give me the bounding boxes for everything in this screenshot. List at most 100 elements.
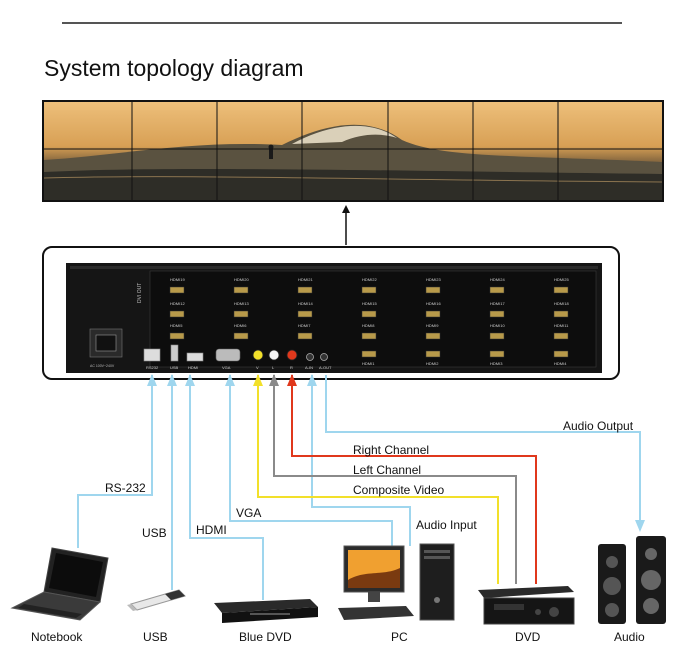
hdmi-output-port <box>425 350 441 358</box>
device-label-notebook: Notebook <box>31 630 83 644</box>
hdmi-output-port <box>233 310 249 318</box>
hdmi-output-port <box>297 332 313 340</box>
audio-out-jack <box>320 353 328 361</box>
output-port-label: HDMI18 <box>554 301 569 306</box>
hdmi-output-port <box>553 350 569 358</box>
hdmi-output-port <box>425 310 441 318</box>
output-port-label: HDMI10 <box>490 323 505 328</box>
label-rs232: RS-232 <box>105 481 146 495</box>
io-port-label: L <box>272 365 275 370</box>
usb-port <box>170 344 179 362</box>
rs232-arrow <box>147 374 157 386</box>
output-port-label: HDMI3 <box>490 361 503 366</box>
hdmi-output-port <box>489 350 505 358</box>
composite-v-jack <box>252 349 264 361</box>
video-wall-image <box>42 100 664 202</box>
right-channel-cable <box>291 375 537 584</box>
composite-arrow <box>253 374 263 386</box>
io-port-label: RS232 <box>146 365 159 370</box>
left-channel-cable <box>273 375 517 584</box>
blue-dvd-icon <box>214 599 318 623</box>
label-hdmi: HDMI <box>196 523 227 537</box>
hdmi-output-port <box>553 310 569 318</box>
hdmi-output-port <box>361 332 377 340</box>
hdmi-output-port <box>297 286 313 294</box>
output-port-label: HDMI23 <box>426 277 441 282</box>
audio-in-arrow <box>307 374 317 386</box>
output-port-label: HDMI11 <box>554 323 569 328</box>
hdmi-output-port <box>425 286 441 294</box>
output-port-label: HDMI8 <box>362 323 375 328</box>
hdmi-output-port <box>425 332 441 340</box>
audio-input-cable <box>311 375 411 546</box>
label-right-channel: Right Channel <box>353 443 430 457</box>
audio-in-jack <box>306 353 314 361</box>
hdmi-output-port <box>233 332 249 340</box>
hdmi-arrow <box>185 374 195 386</box>
output-port-label: HDMI14 <box>298 301 313 306</box>
io-port-label: R <box>290 365 293 370</box>
hdmi-output-port <box>169 286 185 294</box>
output-port-label: HDMI16 <box>426 301 441 306</box>
composite-video-cable <box>257 375 499 584</box>
hdmi-output-port <box>489 286 505 294</box>
output-port-label: HDMI24 <box>490 277 505 282</box>
rs232-cable <box>77 375 153 548</box>
speakers-icon <box>598 536 666 624</box>
label-left-channel: Left Channel <box>353 463 422 477</box>
hdmi-in-port <box>186 352 204 362</box>
pc-icon <box>338 543 455 621</box>
output-port-label: HDMI25 <box>554 277 569 282</box>
io-port-label: A-OUT <box>319 365 332 370</box>
device-label-usb: USB <box>143 630 168 644</box>
label-composite-video: Composite Video <box>353 483 445 497</box>
hdmi-output-port <box>169 332 185 340</box>
dvd-player-icon <box>478 586 575 625</box>
hdmi-output-port <box>553 286 569 294</box>
hdmi-output-port <box>489 332 505 340</box>
hdmi-output-port <box>233 286 249 294</box>
hdmi-output-port <box>553 332 569 340</box>
hdmi-output-port <box>361 310 377 318</box>
hdmi-output-port <box>169 310 185 318</box>
label-audio-input: Audio Input <box>416 518 477 532</box>
right-arrow <box>287 374 297 386</box>
notebook-icon <box>10 547 109 621</box>
output-port-label: HDMI21 <box>298 277 313 282</box>
output-port-label: HDMI19 <box>170 277 185 282</box>
vga-cable <box>229 375 393 546</box>
usb-drive-icon <box>127 589 186 611</box>
hdmi-output-port <box>361 286 377 294</box>
label-vga: VGA <box>236 506 262 520</box>
label-usb: USB <box>142 526 167 540</box>
audio-l-jack <box>268 349 280 361</box>
device-label-blue-dvd: Blue DVD <box>239 630 292 644</box>
output-port-label: HDMI6 <box>234 323 247 328</box>
output-port-label: HDMI15 <box>362 301 377 306</box>
hdmi-output-port <box>489 310 505 318</box>
device-label-pc: PC <box>391 630 408 644</box>
hdmi-output-port <box>297 310 313 318</box>
audio-r-jack <box>286 349 298 361</box>
top-divider <box>62 22 622 24</box>
output-port-label: HDMI5 <box>170 323 183 328</box>
device-label-dvd: DVD <box>515 630 541 644</box>
vga-arrow <box>225 374 235 386</box>
output-port-label: HDMI9 <box>426 323 439 328</box>
diagram-title: System topology diagram <box>44 55 304 81</box>
usb-arrow <box>167 374 177 386</box>
audio-out-arrow <box>635 520 645 532</box>
rs232-port <box>143 348 161 362</box>
hdmi-output-port <box>361 350 377 358</box>
io-port-label: A-IN <box>305 365 313 370</box>
power-label: AC 100V~240V <box>90 364 115 368</box>
panel-side-label: DVI OUT <box>137 283 143 303</box>
output-port-label: HDMI4 <box>554 361 567 366</box>
left-arrow <box>269 374 279 386</box>
output-port-label: HDMI20 <box>234 277 249 282</box>
output-arrow <box>342 205 350 245</box>
hdmi-cable <box>189 375 264 600</box>
output-port-label: HDMI12 <box>170 301 185 306</box>
